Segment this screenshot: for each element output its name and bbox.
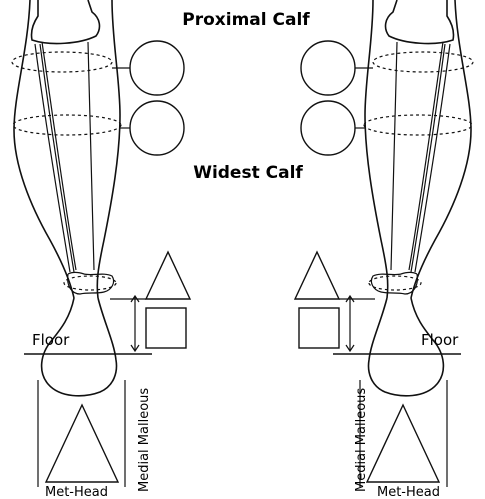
left-leg bbox=[12, 0, 190, 487]
left-ankle-triangle bbox=[146, 252, 190, 299]
left-proximal-calf-section bbox=[12, 52, 112, 72]
left-widest-calf-section bbox=[13, 115, 121, 135]
right-ankle-triangle bbox=[295, 252, 339, 299]
left-proximal-calf-circle bbox=[130, 41, 184, 95]
right-widest-calf-circle bbox=[301, 101, 355, 155]
right-knee bbox=[386, 0, 454, 43]
left-floor-label: Floor bbox=[32, 331, 70, 349]
right-floor-label: Floor bbox=[421, 331, 459, 349]
left-met-head-triangle bbox=[46, 405, 118, 482]
right-widest-calf-section bbox=[364, 115, 472, 135]
right-ankle-square bbox=[299, 308, 339, 348]
left-widest-calf-circle bbox=[130, 101, 184, 155]
right-proximal-calf-section bbox=[373, 52, 473, 72]
left-knee bbox=[31, 0, 99, 43]
left-medial-malleous-label: Medial Malleous bbox=[137, 388, 152, 492]
right-medial-malleous-label: Medial Malleous bbox=[354, 388, 369, 492]
widest-calf-label: Widest Calf bbox=[193, 163, 303, 183]
left-fibula bbox=[35, 44, 74, 272]
left-ankle-square bbox=[146, 308, 186, 348]
right-proximal-calf-circle bbox=[301, 41, 355, 95]
left-met-head-label: Met-Head bbox=[45, 485, 108, 499]
right-met-head-label: Met-Head bbox=[377, 485, 440, 499]
proximal-calf-label: Proximal Calf bbox=[182, 10, 310, 30]
right-met-head-triangle bbox=[367, 405, 439, 482]
right-leg bbox=[295, 0, 473, 487]
right-fibula bbox=[411, 44, 450, 272]
